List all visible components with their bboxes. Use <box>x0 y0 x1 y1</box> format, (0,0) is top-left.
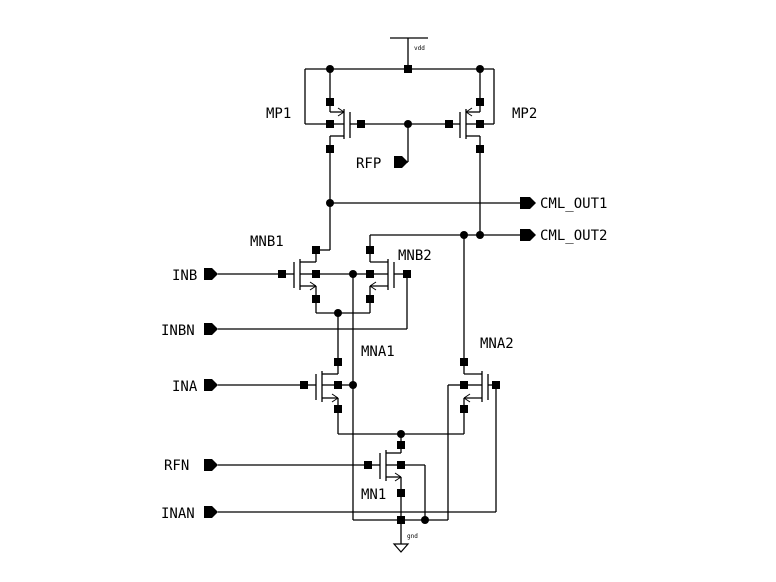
gnd-rail: gnd <box>353 497 448 544</box>
inb-label: INB <box>172 268 197 284</box>
cml-out2-label: CML_OUT2 <box>540 228 607 244</box>
gnd-symbol <box>392 543 410 553</box>
mn1-label: MN1 <box>361 487 386 503</box>
mn1-transistor: MN1 <box>361 441 426 520</box>
rfp-port: RFP <box>356 156 408 172</box>
rfp-label: RFP <box>356 156 381 172</box>
cml-out1-port: CML_OUT1 <box>520 196 607 212</box>
mna1-transistor: MNA1 <box>300 344 395 413</box>
cml-out1-label: CML_OUT1 <box>540 196 607 212</box>
mp1-transistor: MP1 <box>266 98 365 153</box>
mna2-transistor: MNA2 <box>447 235 514 520</box>
mnb2-transistor: MNB2 <box>366 235 432 303</box>
gnd-label: gnd <box>407 533 418 540</box>
cml-out2-port: CML_OUT2 <box>520 228 607 244</box>
mnb-body-net <box>315 270 371 520</box>
mp2-label: MP2 <box>512 106 537 122</box>
mp2-transistor: MP2 <box>445 98 537 153</box>
tail-net <box>337 413 465 441</box>
vdd-symbol: vdd <box>390 37 428 69</box>
inan-label: INAN <box>161 506 195 522</box>
mna1-label: MNA1 <box>361 344 395 360</box>
inbn-port: INBN <box>161 278 408 339</box>
output-nets <box>326 153 520 250</box>
inan-port: INAN <box>161 506 496 522</box>
mnb1-label: MNB1 <box>250 234 284 250</box>
vdd-rail <box>304 65 495 124</box>
mnb2-label: MNB2 <box>398 248 432 264</box>
rfn-port: RFN <box>164 458 364 474</box>
mp1-label: MP1 <box>266 106 291 122</box>
pmos-gate-net <box>365 120 445 163</box>
ina-port: INA <box>172 379 300 395</box>
mnb1-transistor: MNB1 <box>250 234 330 303</box>
ina-label: INA <box>172 379 198 395</box>
inbn-label: INBN <box>161 323 195 339</box>
mna2-label: MNA2 <box>480 336 514 352</box>
inb-port: INB <box>172 268 278 284</box>
vdd-label: vdd <box>414 45 425 52</box>
rfn-label: RFN <box>164 458 189 474</box>
